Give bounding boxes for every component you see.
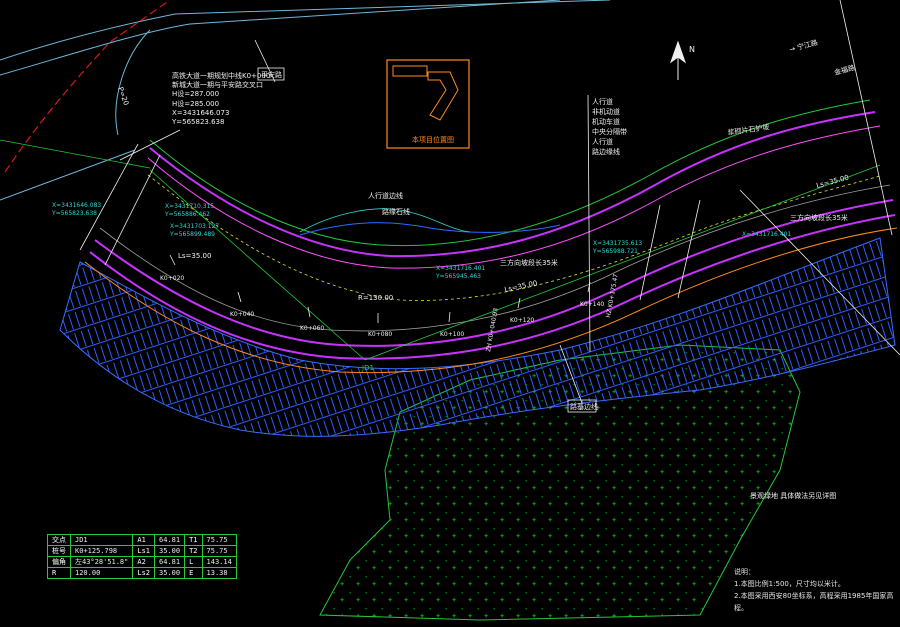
leader-label-6: 路边缘线 [592, 147, 620, 156]
table-cell: Ls2 [132, 567, 156, 579]
table-cell: 35.00 [154, 545, 186, 557]
station-label-3: K0+060 [300, 325, 324, 332]
table-cell: 75.75 [201, 534, 237, 546]
table-cell: 35.00 [154, 567, 186, 579]
radius-label: R=130.00 [358, 294, 393, 302]
arc-length-2: Ls=35.00 [504, 279, 538, 294]
arc-length-1: Ls=35.00 [178, 252, 211, 260]
table-cell: 13.38 [201, 567, 237, 579]
sidewalk-label: 人行道边线 [368, 191, 403, 200]
notes-block: 说明： 1.本图比例1:500，尺寸均以米计。 2.本图采用西安80坐标系，高程… [734, 566, 900, 614]
table-cell: JD1 [69, 534, 134, 546]
coord-x: X=3431646.073 [172, 109, 229, 117]
three-way-right: 三方向坡段长35米 [790, 213, 848, 222]
table-cell: 左43°28'51.8" [69, 556, 134, 568]
table-cell: L [184, 556, 203, 568]
coord-right1-x: X=3431716.401 [436, 265, 485, 272]
leader-label-2: 非机动道 [592, 107, 620, 116]
station-label-1: K0+020 [160, 275, 184, 282]
drawing-labels: N 高铁大道一期规划中线K0+000 新城大道一期与平安路交叉口 H设=287.… [51, 38, 856, 500]
header-note-3: H设=287.000 [172, 89, 219, 98]
coord-right2-x: X=3431735.613 [593, 240, 642, 247]
table-row: 偏角 左43°28'51.8" A2 64.81 L 143.14 [47, 556, 237, 568]
header-note-1: 高铁大道一期规划中线K0+000 [172, 71, 270, 80]
notes-title: 说明： [734, 568, 755, 576]
right-top-label: 金福路 [833, 63, 856, 77]
table-cell: 143.14 [201, 556, 237, 568]
station-label-7: K0+140 [580, 301, 604, 308]
curb-label: 路缘石线 [382, 207, 410, 216]
table-cell: A2 [132, 556, 156, 568]
coord-right1-y: Y=565945.463 [435, 273, 481, 280]
inset-caption: 本项目位置图 [412, 135, 454, 144]
table-row: 交点 JD1 A1 64.81 T1 75.75 [47, 534, 237, 546]
notes-line-1: 1.本图比例1:500，尺寸均以米计。 [734, 580, 845, 588]
table-cell: 桩号 [47, 545, 71, 557]
table-cell: Ls1 [132, 545, 156, 557]
ping-an-road-label: 平安路 [261, 70, 282, 79]
existing-road [0, 0, 611, 201]
table-cell: 偏角 [47, 556, 71, 568]
station-label-2: K0+040 [230, 311, 254, 318]
station-label-5: K0+100 [440, 331, 464, 338]
table-cell: 75.75 [201, 545, 237, 557]
station-ticks [169, 254, 591, 323]
three-way-left: 三方向坡段长35米 [500, 258, 558, 267]
table-cell: T2 [184, 545, 203, 557]
red-centerline [4, 0, 171, 173]
table-cell: 64.81 [154, 534, 186, 546]
pile-label-2: HZ K0+175.47 [605, 273, 620, 318]
table-row: R 120.00 Ls2 35.00 E 13.38 [47, 567, 237, 579]
north-arrow-icon [670, 40, 686, 80]
jd-label: JD1 [361, 364, 374, 372]
coord-mid2-x: X=3431703.127 [170, 223, 219, 230]
pond-label: 景观绿地 具体做法另见详图 [750, 491, 836, 500]
white-leaders [79, 0, 900, 404]
table-cell: A1 [132, 534, 156, 546]
leader-label-1: 人行道 [592, 97, 613, 106]
curve-element-table: 交点 JD1 A1 64.81 T1 75.75 桩号 K0+125.798 L… [47, 534, 237, 579]
coord-y: Y=565823.638 [171, 118, 224, 126]
table-cell: 交点 [47, 534, 71, 546]
table-row: 桩号 K0+125.798 Ls1 35.00 T2 75.75 [47, 545, 237, 557]
coord-right2-y: Y=565988.721 [592, 248, 638, 255]
coord-mid1-x: X=3431710.315 [165, 203, 214, 210]
north-label: N [689, 45, 695, 54]
header-note-2: 新城大道一期与平安路交叉口 [172, 80, 263, 89]
table-cell: R [47, 567, 71, 579]
table-cell: E [184, 567, 203, 579]
leader-label-3: 机动车道 [592, 117, 620, 126]
coord-far-right-x: X=3431716.401 [742, 231, 791, 238]
slope-protection-label: 浆砌片石护坡 [727, 122, 770, 137]
arc-length-3: Ls=35.00 [815, 174, 849, 190]
table-cell: K0+125.798 [69, 545, 134, 557]
station-label-4: K0+080 [368, 331, 392, 338]
leader-label-5: 人行道 [592, 137, 613, 146]
leader-label-4: 中央分隔带 [592, 127, 627, 136]
coord-left-x: X=3431646.083 [52, 202, 101, 209]
coord-mid2-y: Y=565899.489 [169, 231, 215, 238]
notes-line-2: 2.本图采用西安80坐标系，高程采用1985年国家高程。 [734, 592, 894, 612]
road-lines [84, 99, 898, 374]
table-cell: T1 [184, 534, 203, 546]
table-cell: 120.00 [69, 567, 134, 579]
table-cell: 64.81 [154, 556, 186, 568]
station-label-6: K0+120 [510, 317, 534, 324]
road-small-label: P=20 [116, 86, 130, 107]
inset-map [386, 59, 470, 149]
slope-hatch [59, 237, 896, 437]
coord-mid1-y: Y=565886.462 [164, 211, 210, 218]
to-label-right: → 宁江路 [788, 38, 818, 54]
tangent-lines [0, 139, 881, 361]
coord-left-y: Y=565823.638 [51, 210, 97, 217]
coord-h: H设=285.000 [172, 99, 219, 108]
retaining-label: 路基边线 [570, 402, 598, 411]
